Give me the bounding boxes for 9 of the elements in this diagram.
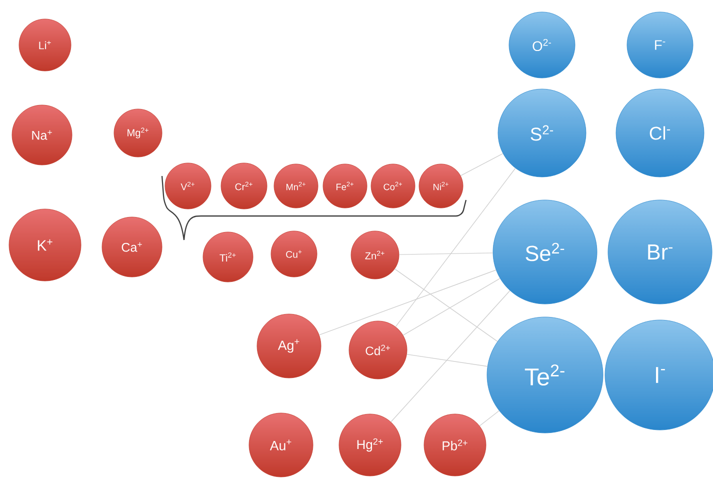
connector-line — [479, 410, 500, 426]
connector-line — [402, 278, 500, 336]
connector-line — [395, 168, 516, 328]
connector-line — [406, 354, 488, 367]
connector-line — [398, 252, 494, 255]
connector-line — [394, 268, 498, 342]
connector-line — [318, 270, 496, 336]
connector-line — [460, 153, 504, 176]
connector-line — [390, 290, 510, 422]
